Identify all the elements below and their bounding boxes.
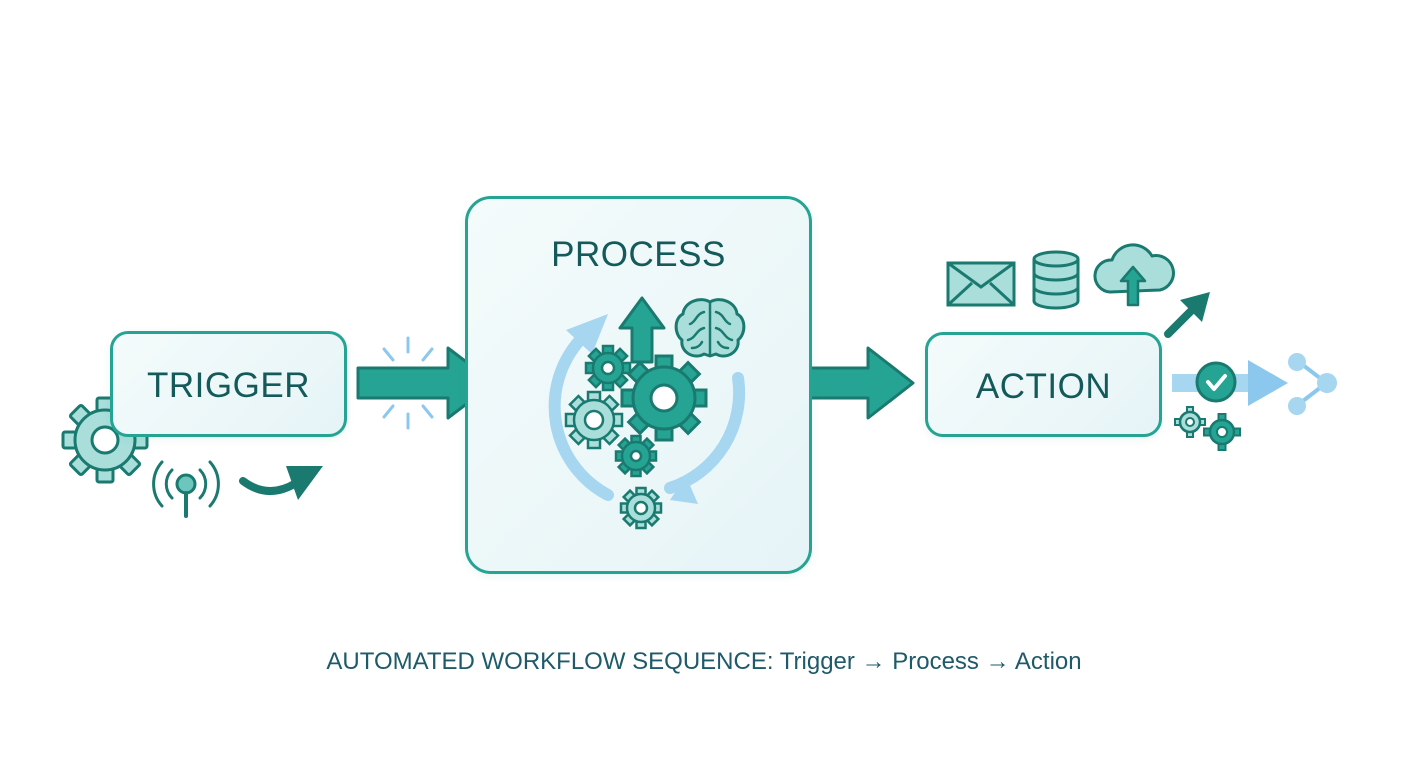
small-gear-icon	[1174, 406, 1206, 438]
process-label: PROCESS	[551, 235, 726, 274]
curved-arrow-icon	[239, 466, 323, 500]
trigger-label: TRIGGER	[147, 366, 310, 405]
cloud-upload-icon	[1093, 243, 1175, 307]
process-node: PROCESS	[465, 196, 812, 574]
diagonal-arrow-icon	[1164, 292, 1210, 338]
small-gear-icon	[1203, 413, 1241, 451]
share-icon	[1288, 353, 1337, 415]
envelope-icon	[946, 261, 1016, 307]
action-label: ACTION	[975, 367, 1112, 406]
workflow-caption: AUTOMATED WORKFLOW SEQUENCE: Trigger → P…	[326, 648, 1082, 675]
signal-tower-icon	[152, 460, 220, 518]
check-circle-icon	[1195, 361, 1237, 403]
action-node: ACTION	[925, 332, 1162, 437]
trigger-node: TRIGGER	[110, 331, 347, 437]
spark-icon	[382, 336, 434, 430]
database-icon	[1032, 250, 1080, 310]
